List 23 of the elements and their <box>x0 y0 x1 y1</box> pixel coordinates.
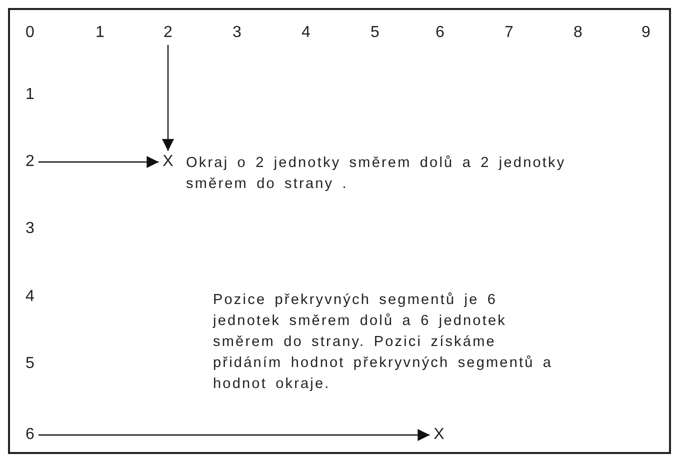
grid-number: 9 <box>642 25 650 41</box>
grid-number: 1 <box>96 25 104 41</box>
grid-number: 3 <box>232 25 242 41</box>
grid-number: 2 <box>26 154 34 170</box>
grid-number: 5 <box>370 25 380 41</box>
grid-number: 0 <box>26 25 34 41</box>
grid-number: 2 <box>164 25 172 41</box>
grid-number: 4 <box>26 289 34 305</box>
note-text: Pozice překryvných segmentů je 6 jednotek směrem dolů a 6 jednotek směrem do strany. Pozici získáme přidáním hodnot překryvných segmentů a hodnot okraje. <box>213 291 554 394</box>
grid-number: 1 <box>26 87 34 103</box>
position-marker: X <box>434 427 444 443</box>
grid-number: 6 <box>26 427 34 443</box>
grid-number: 3 <box>26 221 34 237</box>
grid-number: 8 <box>574 25 582 41</box>
arrow <box>38 156 159 168</box>
grid-number: 4 <box>302 25 310 41</box>
note-text: Okraj o 2 jednotky směrem dolů a 2 jednotky směrem do strany . <box>186 154 567 194</box>
position-marker: X <box>162 154 174 170</box>
grid-number: 5 <box>26 356 34 372</box>
arrow <box>38 429 430 441</box>
grid-number: 7 <box>504 25 514 41</box>
grid-number: 6 <box>436 25 444 41</box>
arrow <box>162 45 174 151</box>
